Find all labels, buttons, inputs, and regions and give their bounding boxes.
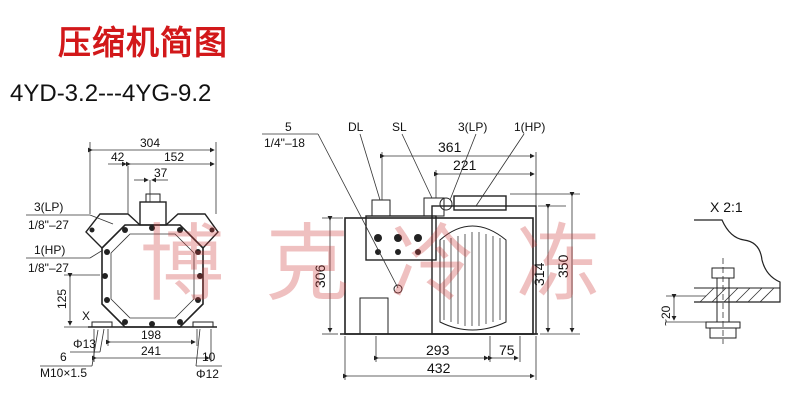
dim-314: 314 <box>531 262 547 286</box>
callout-6: 6 <box>60 350 67 364</box>
side-valve-dl <box>371 199 391 217</box>
side-valve-sl <box>423 197 445 217</box>
dim-241: 241 <box>141 344 161 358</box>
side-sump <box>359 297 389 335</box>
callout-side-lp: 3(LP) <box>458 120 487 134</box>
dim-304: 304 <box>140 136 160 150</box>
detail-label: X 2:1 <box>710 199 743 215</box>
callout-sl: SL <box>392 120 407 134</box>
side-motor-dome <box>439 225 507 331</box>
front-foot-left <box>91 321 113 328</box>
detail-nut <box>709 327 737 339</box>
dim-20: ~20 <box>659 305 673 326</box>
callout-front-hp: 1(HP) <box>34 243 65 257</box>
side-motor-fins <box>443 232 501 326</box>
front-view: 304 42 152 37 125 X 198 <box>26 136 222 381</box>
callout-phi12: Φ12 <box>196 367 219 381</box>
callout-5-thread: 1/4"–18 <box>264 136 305 150</box>
side-motor-housing <box>431 205 537 335</box>
side-cylinder-head <box>365 215 437 261</box>
side-valve-sl-port <box>439 197 453 211</box>
detail-body-outline <box>694 219 781 303</box>
front-top-cap <box>145 193 161 203</box>
callout-dl: DL <box>348 120 364 134</box>
dim-350: 350 <box>555 254 571 278</box>
dim-x: X <box>82 309 90 323</box>
callout-m10: M10×1.5 <box>40 366 87 380</box>
model-range-label: 4YD-3.2---4YG-9.2 <box>10 80 212 107</box>
callout-front-hp-thread: 1/8"–27 <box>28 261 69 275</box>
detail-hatch <box>699 287 775 303</box>
callout-front-lp-thread: 1/8"–27 <box>28 218 69 232</box>
callout-side-hp: 1(HP) <box>514 120 545 134</box>
dim-221: 221 <box>453 157 477 173</box>
dim-37: 37 <box>154 166 168 180</box>
dim-306: 306 <box>312 264 328 288</box>
diagram-title: 压缩机简图 <box>58 23 228 62</box>
dim-42: 42 <box>111 150 125 164</box>
front-body-inner <box>110 233 195 319</box>
front-bolt-ring <box>89 225 215 327</box>
front-cylinder-head-right <box>165 213 219 249</box>
front-foot-right <box>192 321 214 328</box>
dim-198: 198 <box>141 328 161 342</box>
dim-361: 361 <box>438 139 462 155</box>
side-body <box>344 217 534 335</box>
side-sight-glass <box>393 284 403 294</box>
detail-view: X 2:1 ~20 <box>659 199 781 344</box>
side-view: 293 75 432 361 221 306 314 <box>262 120 580 380</box>
side-head-bolts <box>374 234 422 255</box>
dim-152: 152 <box>164 150 184 164</box>
callout-front-lp: 3(LP) <box>34 200 63 214</box>
side-top-box <box>453 195 507 211</box>
dim-75: 75 <box>499 342 515 358</box>
callout-phi13: Φ13 <box>73 337 96 351</box>
front-cylinder-head-left <box>85 213 141 249</box>
dim-125: 125 <box>55 289 69 309</box>
front-body-outline <box>101 224 204 328</box>
callout-5: 5 <box>285 120 292 134</box>
callout-10: 10 <box>202 350 216 364</box>
front-top-valve <box>139 201 167 226</box>
dim-293: 293 <box>426 342 450 358</box>
dim-432: 432 <box>427 360 451 376</box>
